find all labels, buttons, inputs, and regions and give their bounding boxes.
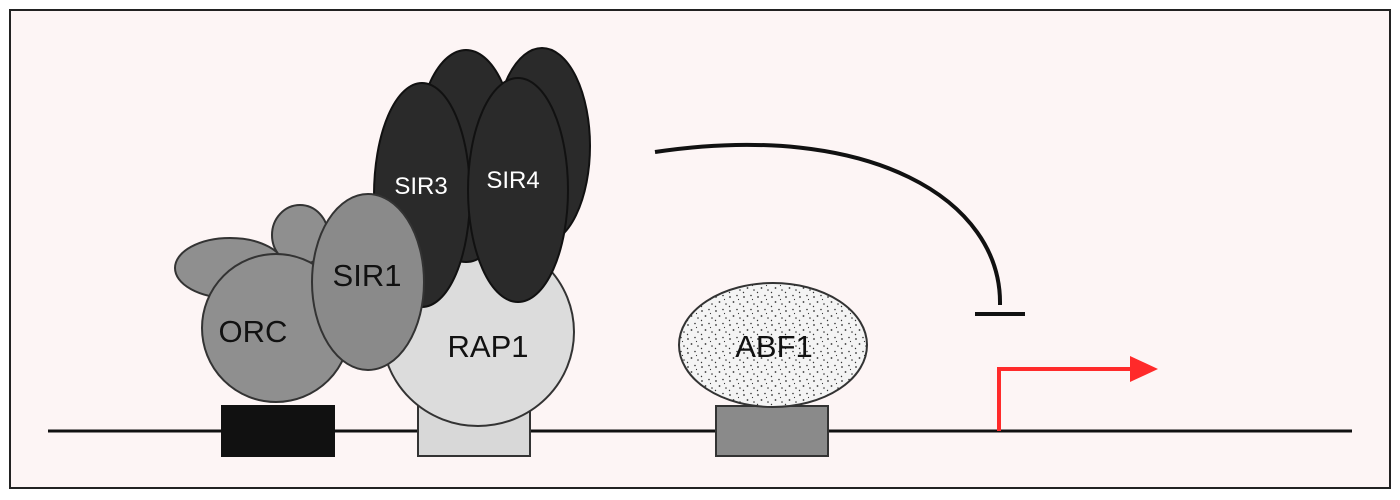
repression-arc	[654, 142, 1003, 306]
orc-binding-site	[221, 405, 335, 457]
rap1-label: RAP1	[448, 329, 529, 364]
abf1-protein	[678, 282, 868, 408]
sir4-label: SIR4	[486, 167, 539, 194]
sir3-label: SIR3	[394, 173, 447, 200]
sir4-protein	[467, 77, 569, 303]
orc-label: ORC	[219, 314, 288, 349]
abf1-label: ABF1	[735, 329, 813, 364]
transcription-arrowhead	[1130, 356, 1158, 382]
abf1-binding-site	[715, 405, 829, 457]
transcription-start-arrow	[997, 367, 1132, 431]
sir1-label: SIR1	[333, 258, 402, 293]
sir1-protein	[311, 193, 425, 371]
